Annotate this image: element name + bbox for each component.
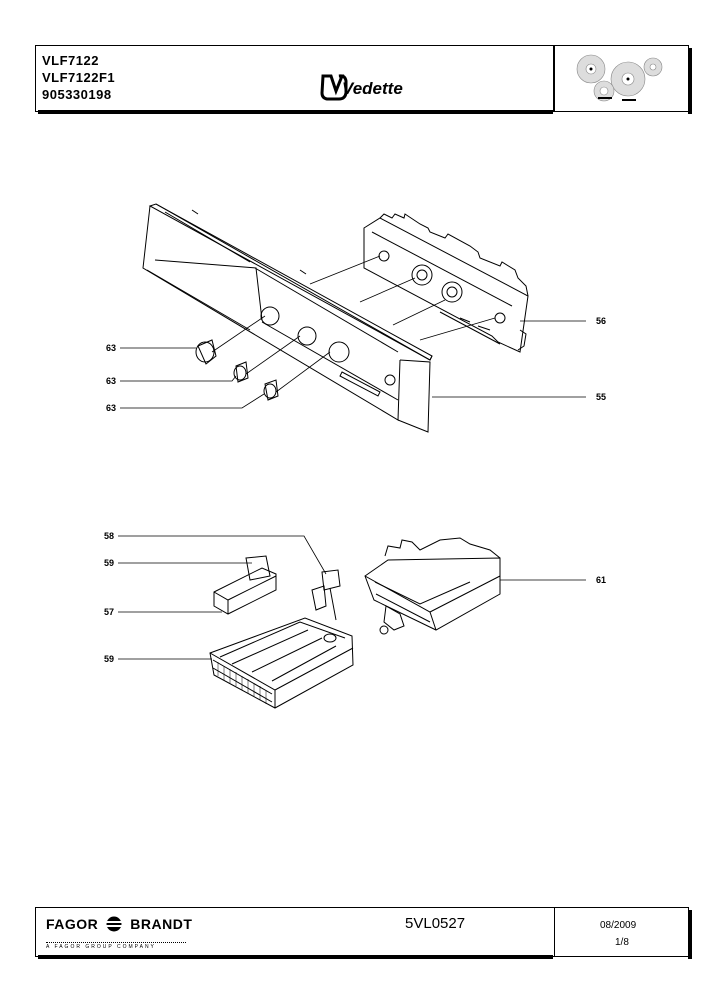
footer-shadow — [38, 955, 553, 959]
callout-55: 55 — [596, 392, 607, 402]
vedette-logo-text: Vedette — [342, 79, 403, 98]
model-line-2: VLF7122F1 — [42, 70, 116, 85]
document-reference: 5VL0527 — [405, 915, 466, 932]
callout-63-a: 63 — [106, 343, 117, 353]
document-date: 08/2009 — [600, 920, 637, 931]
callout-56: 56 — [596, 316, 607, 326]
callout-63-b: 63 — [106, 376, 117, 386]
footer-shadow-right — [688, 910, 692, 959]
callout-58: 58 — [104, 531, 115, 541]
vedette-logo-icon: Vedette — [320, 73, 428, 101]
callout-63-c: 63 — [106, 403, 117, 413]
brand-mark-icon — [106, 916, 123, 932]
header-shadow-right — [688, 48, 692, 114]
footer-info-box — [554, 907, 689, 957]
brand-name: FAGOR — [46, 916, 99, 932]
model-line-1: VLF7122 — [42, 53, 99, 68]
callout-61: 61 — [596, 575, 607, 585]
knobs — [195, 339, 279, 401]
page-number: 1/8 — [615, 937, 629, 948]
detergent-drawer — [209, 617, 354, 709]
header-divider — [553, 45, 555, 112]
siphon-part — [311, 569, 341, 621]
header-shadow — [38, 110, 553, 114]
drawer-cover — [213, 555, 277, 615]
leader-lines-top — [120, 320, 586, 409]
callout-59-b: 59 — [104, 654, 115, 664]
brand-subtitle: A FAGOR GROUP COMPANY — [46, 942, 186, 950]
fagor-brandt-logo-icon: FAGOR BRANDT — [46, 916, 192, 932]
drawer-housing — [364, 537, 501, 635]
callout-59-a: 59 — [104, 558, 115, 568]
callout-57: 57 — [104, 607, 115, 617]
electronic-module — [363, 213, 529, 353]
leader-lines-bottom — [118, 535, 586, 660]
control-panel-fascia — [142, 203, 433, 433]
brand-name-2: BRANDT — [130, 916, 193, 932]
gears-icon — [558, 49, 685, 108]
part-number: 905330198 — [42, 87, 112, 102]
